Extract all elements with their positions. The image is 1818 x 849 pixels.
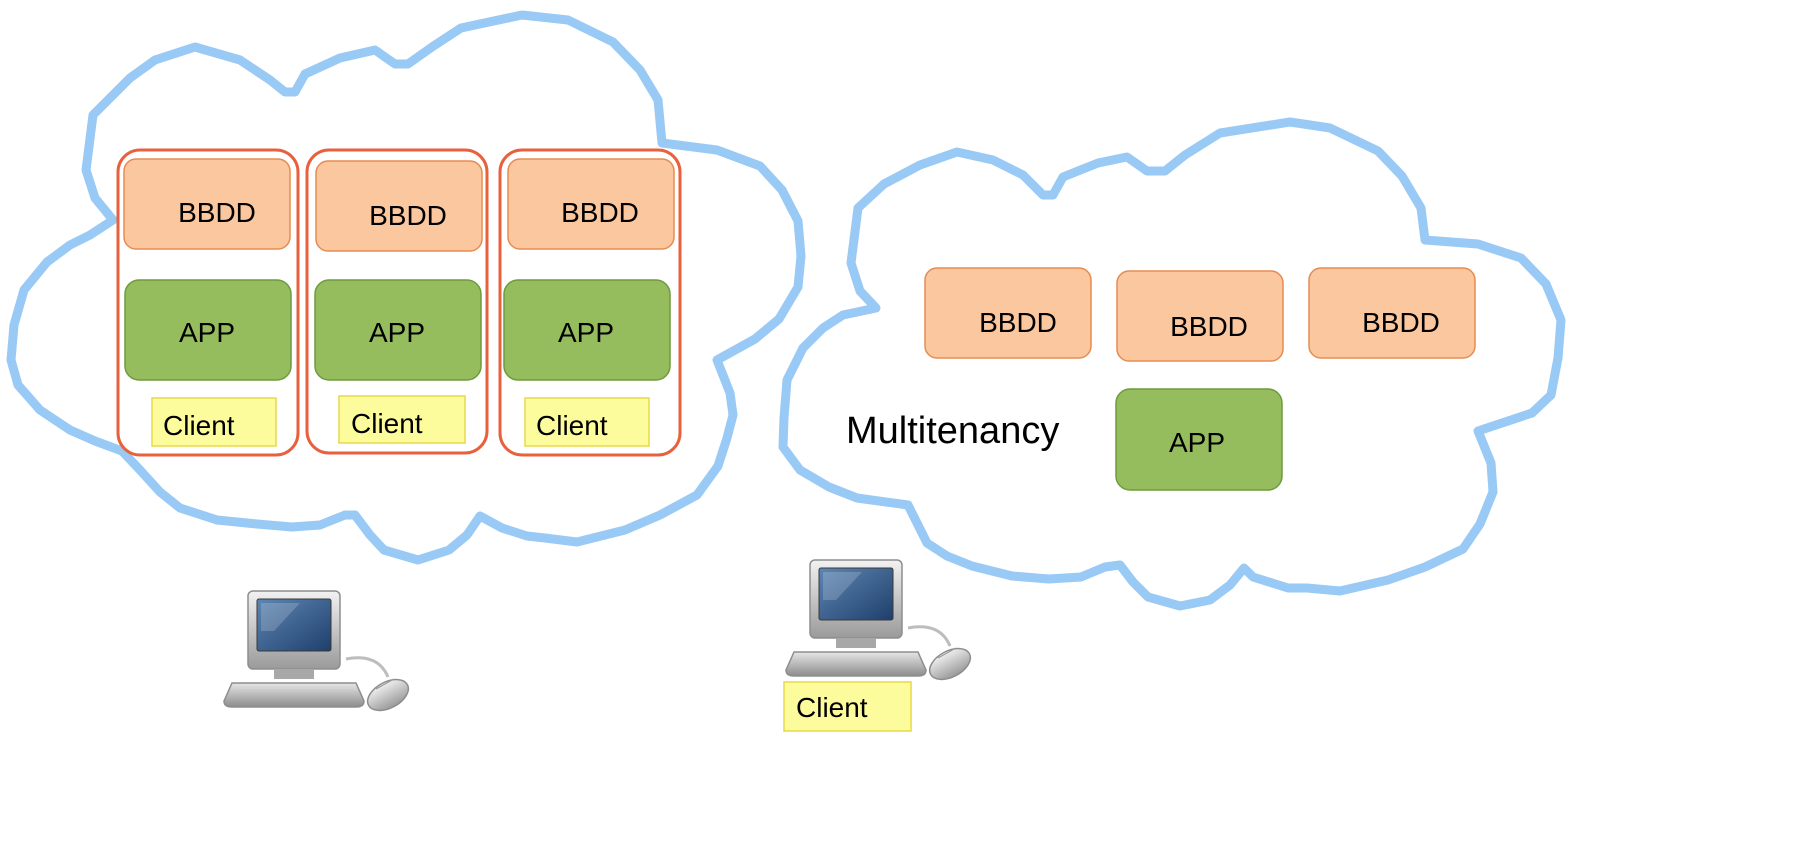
tenant-2-outline — [305, 148, 489, 455]
tenant-group-3: BBDD APP Client — [498, 148, 682, 457]
tenant-2-app-box — [314, 279, 482, 381]
shared-bbdd-label-1: BBDD — [979, 307, 1057, 338]
tenant-3-app-label: APP — [558, 317, 614, 348]
shared-bbdd-label-2: BBDD — [1170, 311, 1248, 342]
tenant-3-bbdd-label: BBDD — [561, 197, 639, 228]
left-cloud-outline — [6, 10, 806, 565]
shared-app-label: APP — [1169, 427, 1225, 458]
tenant-1-app-label: APP — [179, 317, 235, 348]
tenant-2-client-box — [338, 395, 466, 444]
tenant-2-bbdd-label: BBDD — [369, 200, 447, 231]
tenant-3-client-box — [524, 397, 650, 447]
tenant-1-app-box — [124, 279, 292, 381]
tenant-3-client-label: Client — [536, 410, 608, 441]
tenant-1-bbdd-box — [123, 158, 291, 250]
tenant-3-outline — [498, 148, 682, 457]
tenant-2-app-label: APP — [369, 317, 425, 348]
shared-bbdd-box-3 — [1308, 267, 1476, 359]
tenant-3-bbdd-box — [507, 158, 675, 250]
tenant-1-outline — [116, 148, 300, 457]
tenant-2-client-label: Client — [351, 408, 423, 439]
multitenancy-caption: Multitenancy — [846, 410, 1059, 452]
tenant-group-1: BBDD APP Client — [116, 148, 300, 457]
desktop-computer-icon — [222, 589, 416, 719]
tenant-group-2: BBDD APP Client — [305, 148, 489, 455]
right-client-label: Client — [796, 692, 868, 723]
tenant-1-bbdd-label: BBDD — [178, 197, 256, 228]
tenant-1-client-label: Client — [163, 410, 235, 441]
shared-bbdd-box-1 — [924, 267, 1092, 359]
desktop-computer-icon — [784, 558, 978, 688]
tenant-3-app-box — [503, 279, 671, 381]
tenant-1-client-box — [151, 397, 277, 447]
shared-bbdd-group: BBDD BBDD BBDD — [924, 267, 1476, 362]
right-client-box — [783, 681, 912, 732]
right-cloud-outline — [778, 117, 1566, 611]
shared-bbdd-box-2 — [1116, 270, 1284, 362]
shared-app-box — [1115, 388, 1283, 491]
tenant-2-bbdd-box — [315, 160, 483, 252]
shared-bbdd-label-3: BBDD — [1362, 307, 1440, 338]
